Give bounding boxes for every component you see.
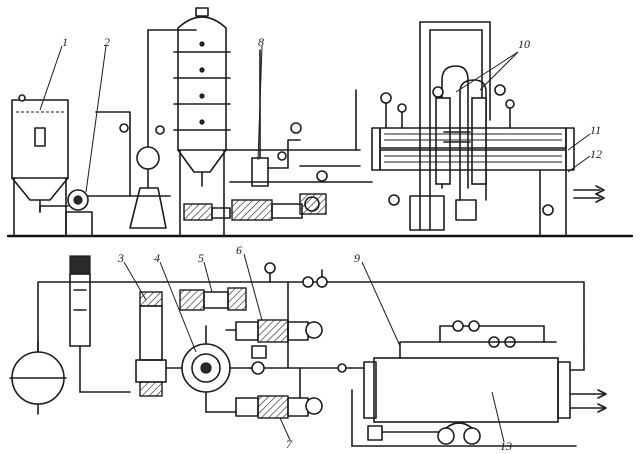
label-13: 13	[500, 439, 512, 453]
leader-11	[567, 133, 591, 151]
top-pipe-valves	[302, 269, 328, 288]
label-3: 3	[117, 251, 124, 265]
fittings-top-right	[355, 89, 515, 206]
label-1: 1	[62, 35, 68, 49]
vessel-13-bottom-pump	[367, 422, 481, 445]
pipe-outer-loop	[37, 281, 585, 357]
vessel-13-top-line	[399, 320, 557, 359]
pump-2	[39, 189, 131, 237]
label-5: 5	[198, 251, 204, 265]
vessel-13	[349, 349, 607, 447]
unit-7	[205, 395, 323, 419]
leader-13	[491, 391, 505, 443]
leader-4	[159, 261, 197, 353]
label-8: 8	[258, 35, 264, 49]
gauge-upper-mid	[316, 170, 328, 182]
leader-3	[123, 261, 147, 301]
leader-1	[39, 45, 63, 111]
leader-2	[85, 45, 107, 193]
leader-6	[243, 253, 263, 321]
label-7: 7	[286, 437, 293, 451]
pipe-feed-up	[95, 111, 131, 197]
leader-12	[567, 155, 591, 173]
leader-9	[361, 261, 401, 347]
receiver-sphere	[9, 341, 67, 415]
unit-6	[225, 319, 323, 343]
pump-motor-unit-upper	[183, 193, 327, 221]
label-10: 10	[518, 37, 530, 51]
label-2: 2	[104, 35, 110, 49]
centre-piping	[249, 262, 351, 399]
pump-4	[165, 325, 251, 413]
leader-10b	[479, 51, 519, 91]
label-12: 12	[590, 147, 602, 161]
upper-plant-view: 1 2 8 10 11 12	[6, 7, 634, 238]
leader-7	[279, 417, 291, 441]
label-6: 6	[236, 243, 242, 257]
lower-plan-view: 3 4 5 6 7 9 13	[9, 243, 607, 453]
tank-1	[11, 94, 69, 237]
column-tower	[173, 7, 231, 237]
filter-column	[69, 255, 131, 393]
leader-5	[203, 261, 213, 293]
label-4: 4	[154, 251, 160, 265]
shell-tube-exchangers-11-12	[371, 127, 605, 237]
unit-5	[179, 287, 247, 311]
label-11: 11	[590, 123, 601, 137]
label-9: 9	[354, 251, 360, 265]
leader-10a	[455, 51, 519, 93]
heat-exchangers-10	[409, 21, 506, 231]
leader-8	[257, 45, 263, 161]
separator-vessel	[119, 29, 197, 229]
column-3	[135, 291, 167, 397]
